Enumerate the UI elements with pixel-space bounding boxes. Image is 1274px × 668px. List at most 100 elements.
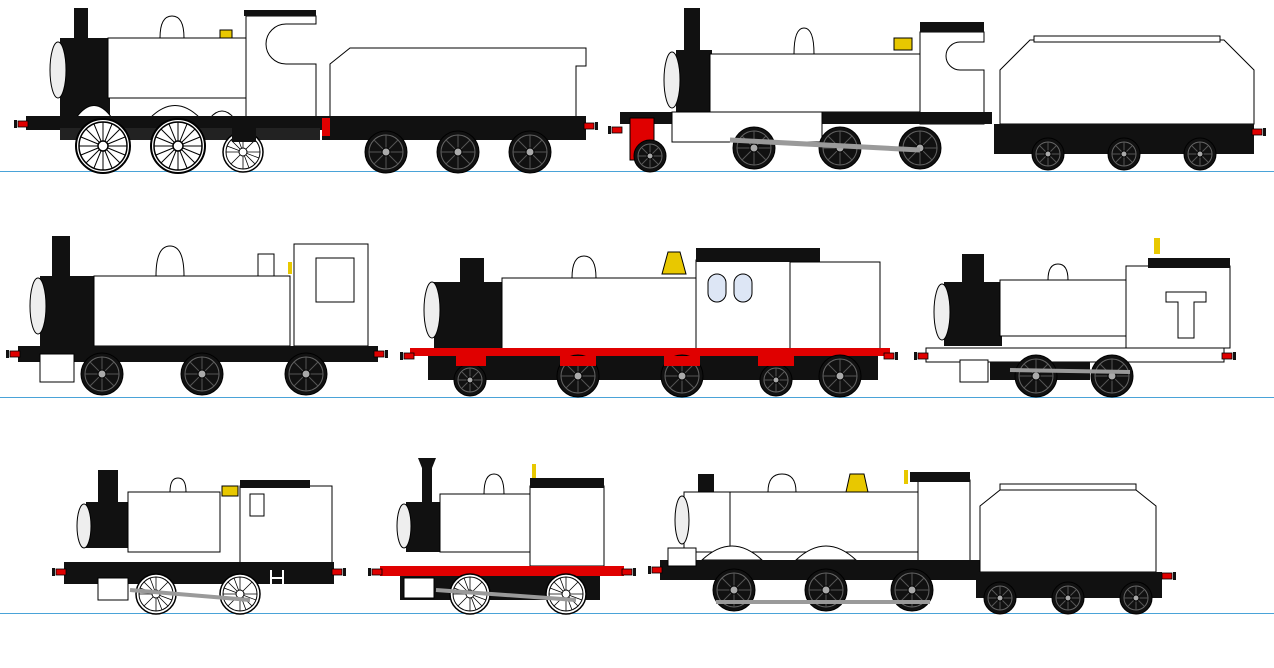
tender-wheel (1051, 581, 1085, 615)
bunker (789, 261, 881, 351)
driving-wheel (180, 352, 224, 396)
cylinder (959, 359, 989, 383)
engine-row2-tank-0-6-0 (5, 236, 389, 396)
whistle (904, 470, 908, 484)
driving-wheel (804, 568, 848, 612)
front-buffer (647, 565, 663, 575)
red-axleguards (456, 356, 794, 366)
cab-roof (1148, 258, 1230, 268)
cab (529, 485, 605, 567)
coupling-rod (1009, 368, 1131, 374)
red-running-plate (380, 566, 624, 576)
cab (245, 15, 317, 119)
engine-row2-tank-2-6-2-red (399, 248, 899, 398)
cylinder (97, 577, 129, 601)
front-buffer (5, 349, 21, 359)
smokebox-door (76, 503, 92, 549)
cab-roof (244, 10, 316, 16)
safety-valve (893, 37, 913, 51)
cylinder (667, 547, 697, 567)
axlebox (232, 126, 256, 142)
smokebox (434, 282, 504, 350)
driving-wheel (1090, 354, 1134, 398)
chimney (74, 8, 88, 38)
front-buffer (13, 119, 29, 129)
driving-wheel (75, 118, 131, 174)
engine-row3-tank-0-4-0-red (367, 458, 637, 615)
boiler (501, 277, 699, 351)
whistle (288, 262, 292, 274)
boiler (107, 37, 249, 99)
side-tank (127, 491, 221, 553)
dome (793, 27, 815, 55)
cab-roof (910, 472, 970, 482)
tender-coal-rail (1033, 35, 1221, 43)
track-line-row1 (0, 171, 1274, 172)
cab-cutout (1165, 291, 1207, 339)
tender-body (329, 47, 587, 119)
coupling-rod (729, 137, 921, 153)
cab-window (707, 273, 727, 303)
smokebox-door (933, 283, 951, 341)
boiler (93, 275, 291, 347)
tender-body (979, 489, 1157, 573)
cab (917, 479, 971, 575)
whistle (1154, 238, 1160, 254)
front-buffer (607, 125, 623, 135)
boiler (439, 493, 531, 553)
trailing-wheel (818, 354, 862, 398)
dome (483, 473, 505, 495)
dome (159, 15, 185, 39)
smokebox-door (423, 281, 441, 339)
tender-wheel (508, 130, 552, 174)
rear-buffer (1221, 351, 1237, 361)
driving-wheel (732, 126, 776, 170)
coupling-rod (435, 588, 577, 602)
safety-valve (845, 473, 869, 493)
cab (919, 31, 985, 125)
smokebox-door (29, 277, 47, 335)
safety-valve (219, 29, 233, 39)
dome (571, 255, 597, 279)
front-buffer (913, 351, 929, 361)
track-line-row3 (0, 613, 1274, 614)
engine-row3-tank-0-4-0 (51, 470, 347, 615)
driving-wheel (284, 352, 328, 396)
rear-buffer (373, 349, 389, 359)
rear-buffer (1161, 571, 1177, 581)
engine-row1-tender-4-6-0 (607, 8, 1267, 173)
driving-wheel (150, 118, 206, 174)
track-line-row2 (0, 397, 1274, 398)
driving-wheel (545, 573, 587, 615)
front-buffer (399, 351, 415, 361)
safety-valve-cover (257, 253, 275, 277)
driving-wheel (80, 352, 124, 396)
front-buffer (51, 567, 67, 577)
driving-wheel (759, 363, 793, 397)
chimney (698, 474, 714, 494)
tender-wheel (1107, 137, 1141, 171)
smokebox (683, 491, 733, 553)
engine-row3-tender-0-6-0 (647, 470, 1177, 615)
smokebox (406, 502, 442, 552)
tender-wheel (436, 130, 480, 174)
cab-roof (920, 22, 984, 32)
engine-row1-tender-4-4-0 (13, 8, 599, 174)
driving-wheel (1014, 354, 1058, 398)
tender-body (999, 39, 1255, 125)
smokebox (40, 276, 94, 346)
smokebox (676, 50, 712, 112)
driving-wheel (712, 568, 756, 612)
smokebox (944, 282, 1002, 346)
rear-buffer (883, 351, 899, 361)
cylinder (403, 577, 435, 599)
coupling-rod (129, 588, 251, 602)
cab-window (315, 257, 355, 303)
cab-window (733, 273, 753, 303)
dome (1047, 263, 1069, 281)
tender-buffer (322, 118, 330, 136)
dome (169, 477, 187, 493)
chimney (962, 254, 984, 284)
dome (155, 245, 185, 277)
